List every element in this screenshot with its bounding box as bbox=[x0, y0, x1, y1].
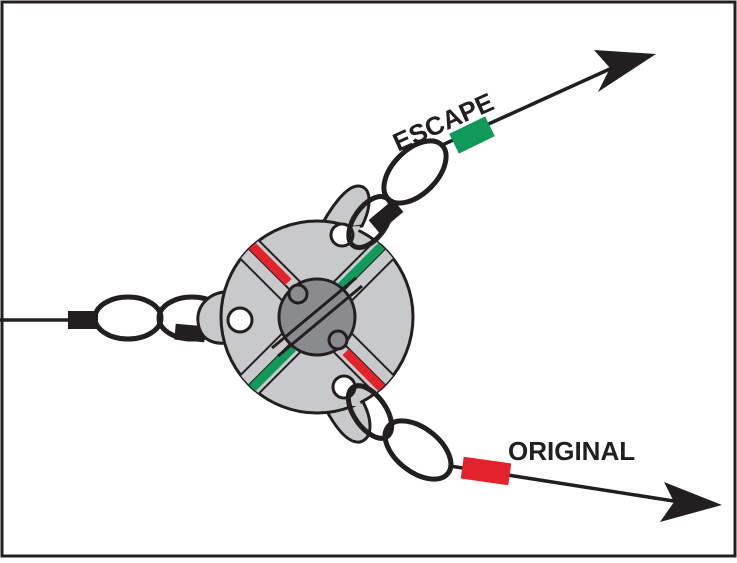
escape-marker-green bbox=[449, 116, 495, 154]
original-groove-red-right bbox=[342, 348, 389, 395]
escape-arrowhead bbox=[594, 50, 656, 92]
original-label: ORIGINAL bbox=[508, 436, 635, 466]
groove-green-left bbox=[245, 344, 296, 395]
input-crimp bbox=[68, 311, 98, 329]
escape-crimp bbox=[368, 199, 404, 233]
original-line: ORIGINAL bbox=[345, 383, 722, 522]
hub-pin-top bbox=[287, 283, 309, 305]
rotating-plate bbox=[196, 184, 415, 444]
escape-groove-red-left bbox=[245, 239, 292, 286]
plate-join-bottom bbox=[322, 396, 362, 406]
center-hub bbox=[271, 276, 363, 358]
original-marker-red bbox=[460, 456, 512, 486]
groove-green-right bbox=[338, 239, 389, 290]
hole-left bbox=[226, 306, 254, 334]
original-loop-2 bbox=[382, 418, 454, 482]
original-arrowhead bbox=[660, 482, 722, 522]
hub-pin-bottom bbox=[327, 329, 349, 351]
